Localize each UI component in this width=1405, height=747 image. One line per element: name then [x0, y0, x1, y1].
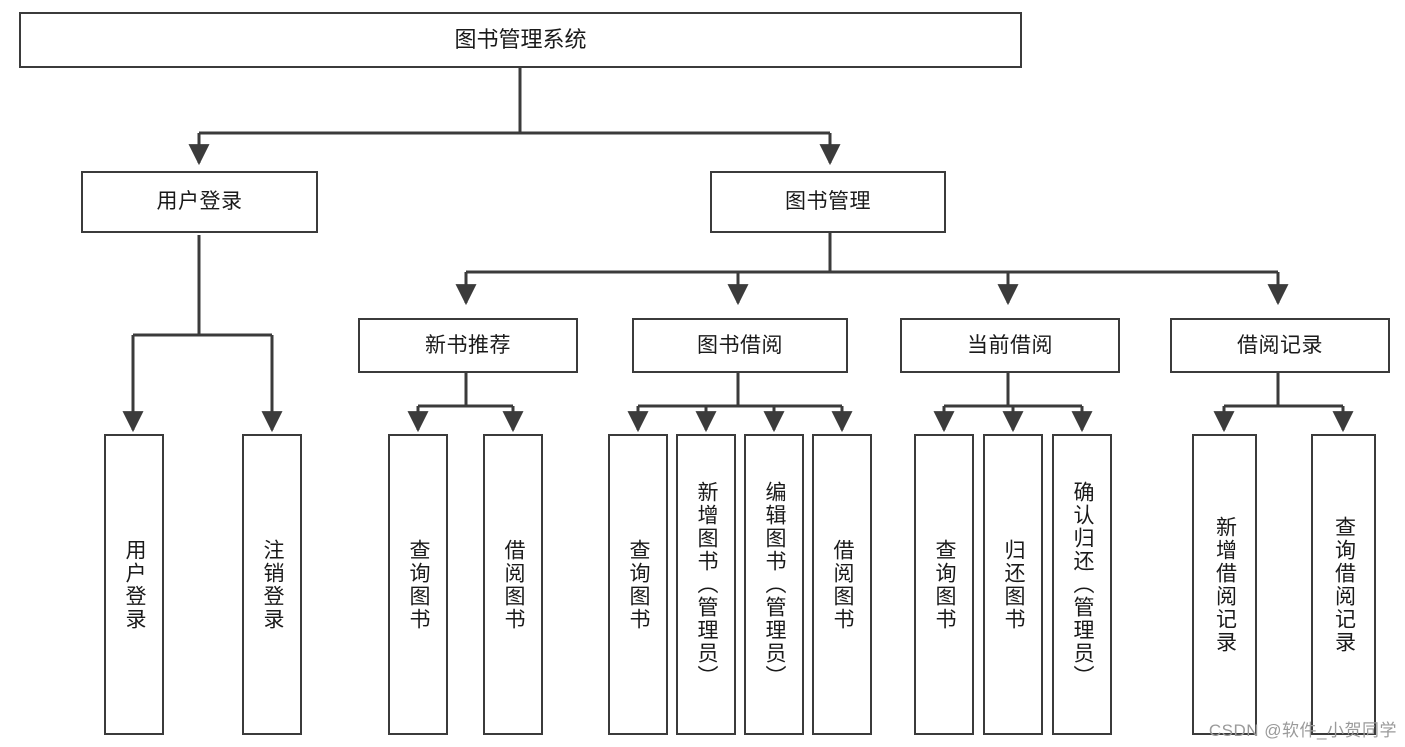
node-book-management[interactable]: 图书管理 [710, 171, 946, 233]
leaf-newbook-query-book[interactable]: 查询图书 [388, 434, 448, 735]
leaf-borrow-query-book[interactable]: 查询图书 [608, 434, 668, 735]
watermark-text: CSDN @软件_小贺同学 [1208, 721, 1397, 740]
leaf-borrow-borrow-book[interactable]: 借阅图书 [812, 434, 872, 735]
leaf-borrow-edit-book-admin[interactable]: 编辑图书（管理员） [744, 434, 804, 735]
leaf-label: 新增借阅记录 [1213, 515, 1237, 654]
leaf-label: 确认归还（管理员） [1071, 481, 1095, 688]
leaf-label: 注销登录 [261, 538, 285, 631]
node-root-system[interactable]: 图书管理系统 [19, 12, 1022, 68]
leaf-current-confirm-return-admin[interactable]: 确认归还（管理员） [1052, 434, 1112, 735]
leaf-label: 查询图书 [933, 538, 957, 631]
leaf-label: 编辑图书（管理员） [763, 481, 787, 688]
node-user-login[interactable]: 用户登录 [81, 171, 318, 233]
leaf-record-add-record[interactable]: 新增借阅记录 [1192, 434, 1257, 735]
node-new-book-recommend[interactable]: 新书推荐 [358, 318, 578, 373]
leaf-current-query-book[interactable]: 查询图书 [914, 434, 974, 735]
leaf-label: 查询借阅记录 [1332, 515, 1356, 654]
leaf-user-login-login[interactable]: 用户登录 [104, 434, 164, 735]
node-borrow-records[interactable]: 借阅记录 [1170, 318, 1390, 373]
leaf-label: 新增图书（管理员） [695, 481, 719, 688]
node-current-borrow[interactable]: 当前借阅 [900, 318, 1120, 373]
leaf-borrow-add-book-admin[interactable]: 新增图书（管理员） [676, 434, 736, 735]
leaf-label: 借阅图书 [831, 538, 855, 631]
leaf-current-return-book[interactable]: 归还图书 [983, 434, 1043, 735]
leaf-label: 查询图书 [627, 538, 651, 631]
leaf-user-login-logout[interactable]: 注销登录 [242, 434, 302, 735]
leaf-label: 借阅图书 [502, 538, 526, 631]
leaf-label: 查询图书 [407, 538, 431, 631]
leaf-label: 用户登录 [123, 538, 147, 631]
node-book-borrow[interactable]: 图书借阅 [632, 318, 848, 373]
leaf-newbook-borrow-book[interactable]: 借阅图书 [483, 434, 543, 735]
leaf-record-query-record[interactable]: 查询借阅记录 [1311, 434, 1376, 735]
leaf-label: 归还图书 [1002, 538, 1026, 631]
